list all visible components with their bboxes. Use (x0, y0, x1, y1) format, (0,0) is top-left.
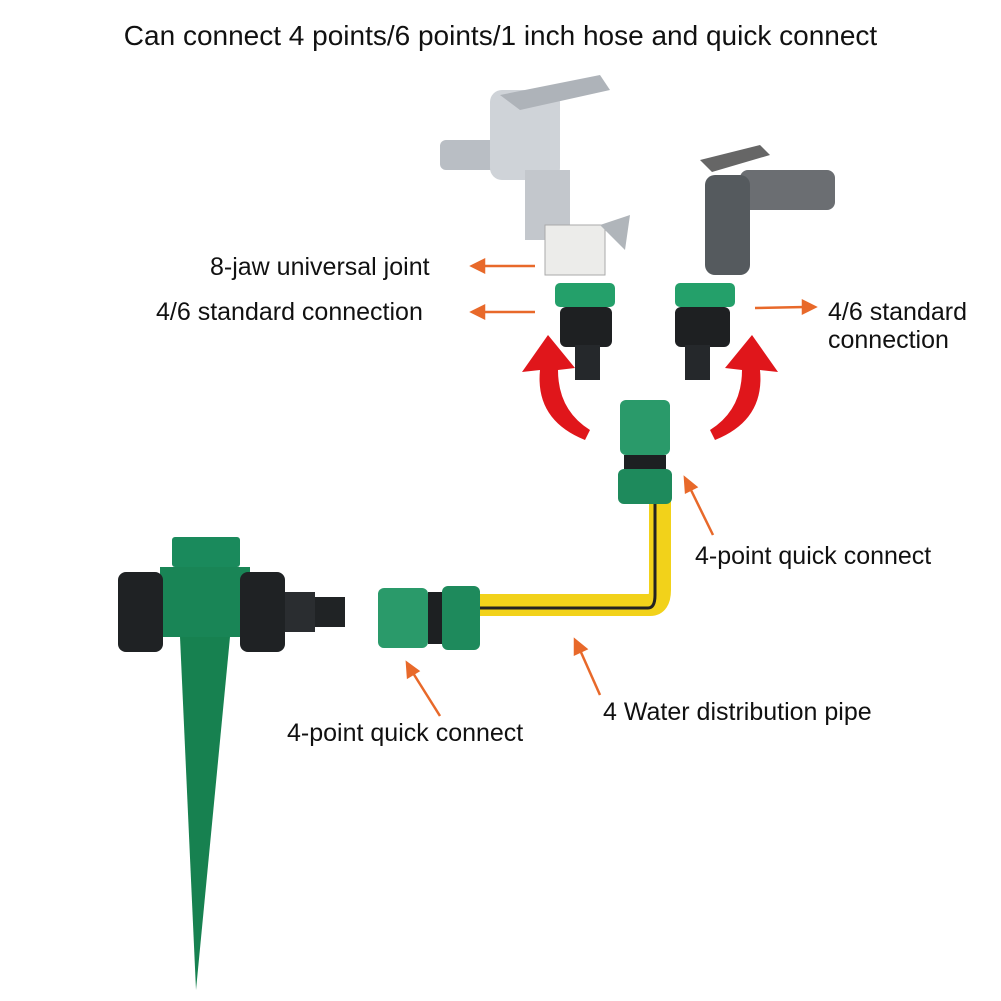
red-arrow-right (710, 335, 778, 440)
label-standard-connection-right-1: 4/6 standard (828, 298, 967, 326)
label-standard-connection-right-2: connection (828, 326, 949, 354)
chrome-faucet-left (440, 75, 630, 276)
dark-faucet-right (700, 145, 835, 275)
pointer-arrows (405, 257, 818, 717)
water-distribution-pipe (478, 495, 671, 616)
standard-connector-right (675, 283, 735, 380)
label-water-pipe: 4 Water distribution pipe (603, 698, 872, 726)
standard-connector-left (555, 283, 615, 380)
label-universal-joint: 8-jaw universal joint (210, 253, 430, 281)
red-arrow-left (522, 335, 590, 440)
label-standard-connection-left: 4/6 standard connection (156, 298, 423, 326)
quick-connector-top (618, 400, 672, 504)
sprinkler-spike (118, 537, 345, 990)
label-quick-connect-top: 4-point quick connect (695, 542, 932, 570)
quick-connector-bottom (378, 586, 480, 650)
diagram-title: Can connect 4 points/6 points/1 inch hos… (123, 20, 878, 51)
label-quick-connect-bottom: 4-point quick connect (287, 719, 524, 747)
